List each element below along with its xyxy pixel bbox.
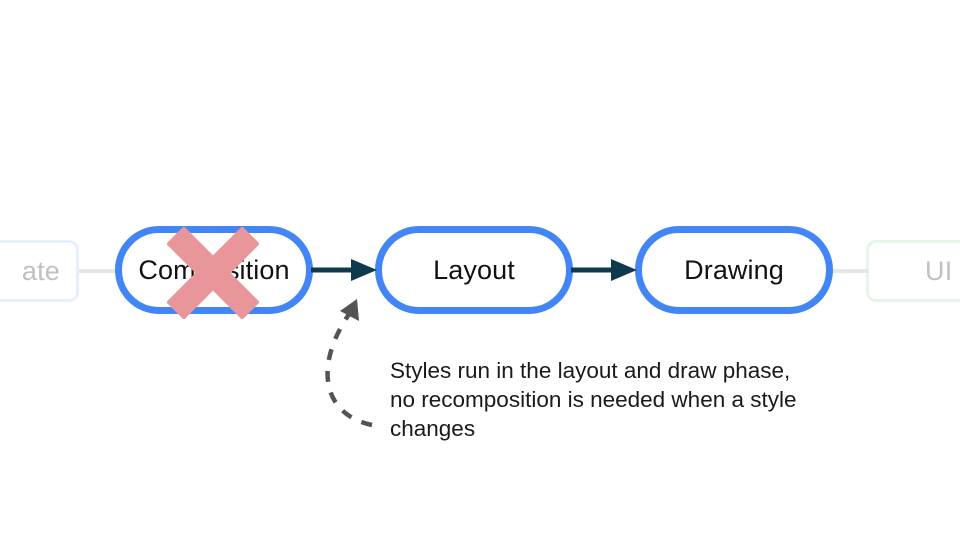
phase-pill-layout[interactable]: Layout xyxy=(375,226,573,314)
curved-dashed-arrow-icon xyxy=(325,299,373,428)
phase-pill-drawing[interactable]: Drawing xyxy=(635,226,833,314)
side-box-ui: UI xyxy=(866,240,960,302)
phase-label-layout: Layout xyxy=(433,254,515,285)
side-box-state-label: ate xyxy=(21,255,60,286)
phase-label-drawing: Drawing xyxy=(684,254,784,285)
arrow-right-icon-layout-to-drawing xyxy=(571,259,637,281)
connector-stub-right xyxy=(831,269,869,273)
side-box-state: ate xyxy=(0,240,79,302)
side-box-ui-label: UI xyxy=(925,255,953,286)
x-cross-icon xyxy=(167,227,259,319)
annotation-text: Styles run in the layout and draw phase,… xyxy=(390,358,797,441)
arrow-right-icon-composition-to-layout xyxy=(311,259,377,281)
connector-stub-left xyxy=(79,269,119,273)
